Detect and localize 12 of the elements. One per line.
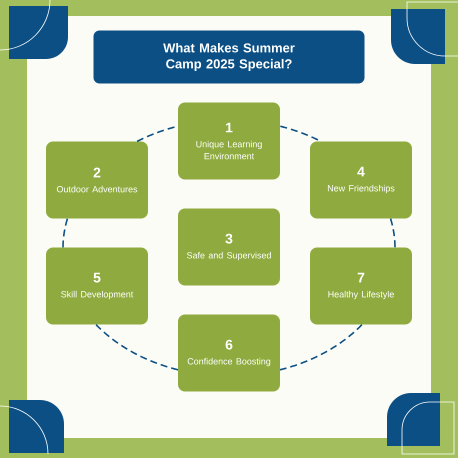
- dashed-connector: [280, 324, 362, 371]
- feature-box: 2 Outdoor Adventures: [46, 142, 148, 218]
- feature-box: 5 Skill Development: [46, 248, 148, 324]
- dashed-connector: [390, 218, 396, 248]
- feature-box: 1 Unique Learning Environment: [178, 102, 280, 180]
- title-banner: What Makes Summer Camp 2025 Special?: [94, 30, 364, 84]
- dashed-connector: [62, 218, 68, 248]
- feature-box: 7 Healthy Lifestyle: [310, 248, 412, 324]
- feature-box: 4 New Friendships: [310, 142, 412, 218]
- feature-box: 3 Safe and Supervised: [178, 208, 280, 286]
- dashed-connector: [96, 324, 178, 371]
- feature-box: 6 Confidence Boosting: [178, 314, 280, 392]
